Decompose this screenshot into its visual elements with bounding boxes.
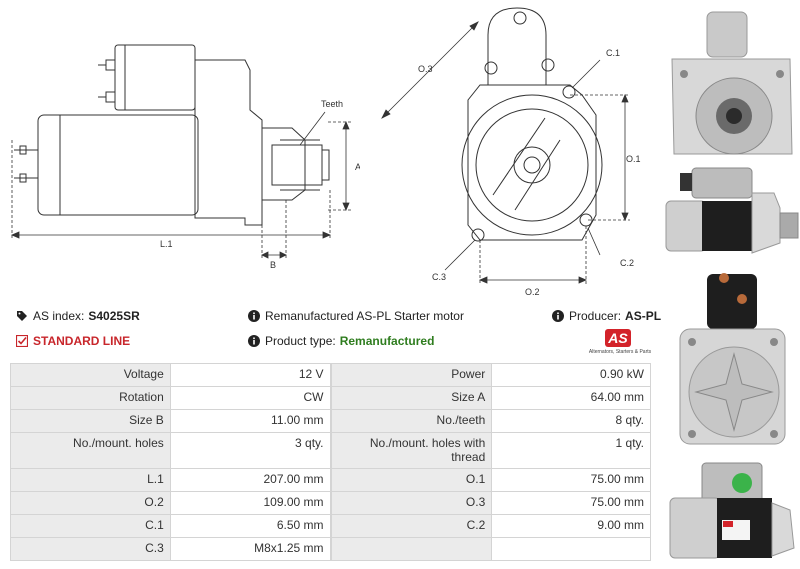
table-row: C.3 M8x1.25 mm xyxy=(10,537,651,561)
label-a: A xyxy=(355,162,360,172)
info-icon xyxy=(552,310,564,322)
info-icon xyxy=(248,335,260,347)
description-row: Remanufactured AS-PL Starter motor xyxy=(248,309,464,323)
spec-key: C.1 xyxy=(10,514,171,538)
product-photo-front xyxy=(662,4,800,162)
spec-value: 11.00 mm xyxy=(169,409,331,433)
label-o3: O.3 xyxy=(418,64,433,74)
spec-value: 75.00 mm xyxy=(491,491,651,515)
spec-key: L.1 xyxy=(10,468,171,492)
spec-value: 9.00 mm xyxy=(491,514,651,538)
product-photo-label xyxy=(662,458,800,566)
spec-key: Size B xyxy=(10,409,171,433)
standard-line-row: STANDARD LINE xyxy=(16,334,130,348)
as-pl-logo: AS Alternators, Starters & Parts xyxy=(580,329,660,359)
spec-key: No./mount. holes xyxy=(10,432,171,469)
as-index-row: AS index: S4025SR xyxy=(16,309,140,323)
spec-key: C.3 xyxy=(10,537,171,561)
spec-key: O.3 xyxy=(331,491,493,515)
table-row: Rotation CW Size A 64.00 mm xyxy=(10,386,651,410)
spec-value: 8 qty. xyxy=(491,409,651,433)
spec-key: O.2 xyxy=(10,491,171,515)
tag-icon xyxy=(17,311,27,321)
table-row: O.2 109.00 mm O.3 75.00 mm xyxy=(10,491,651,515)
front-view-drawing: O.3 C.1 O.1 C.3 C.2 O.2 xyxy=(381,7,641,297)
label-c2: C.2 xyxy=(620,258,634,268)
spec-key: Rotation xyxy=(10,386,171,410)
product-type-row: Product type: Remanufactured xyxy=(248,334,434,348)
spec-value: M8x1.25 mm xyxy=(169,537,331,561)
label-l1: L.1 xyxy=(160,239,173,249)
label-o1: O.1 xyxy=(626,154,641,164)
label-c3: C.3 xyxy=(432,272,446,282)
spec-key: No./teeth xyxy=(331,409,493,433)
spec-key: C.2 xyxy=(331,514,493,538)
label-c1: C.1 xyxy=(606,48,620,58)
table-row: L.1 207.00 mm O.1 75.00 mm xyxy=(10,468,651,492)
spec-key: Voltage xyxy=(10,363,171,387)
spec-key: Size A xyxy=(331,386,493,410)
producer-row: Producer: AS-PL xyxy=(552,309,661,323)
product-description: Remanufactured AS-PL Starter motor xyxy=(265,309,464,323)
table-row: Voltage 12 V Power 0.90 kW xyxy=(10,363,651,387)
spec-key: O.1 xyxy=(331,468,493,492)
table-row: No./mount. holes 3 qty. No./mount. holes… xyxy=(10,432,651,469)
logo-tagline: Alternators, Starters & Parts xyxy=(588,349,652,355)
technical-drawings: Teeth A B L.1 xyxy=(0,0,660,300)
logo-mark: AS xyxy=(605,329,631,347)
producer-label: Producer: xyxy=(569,309,622,323)
spec-value: 0.90 kW xyxy=(491,363,651,387)
label-o2: O.2 xyxy=(525,287,540,297)
spec-key xyxy=(331,537,493,561)
spec-value: 3 qty. xyxy=(169,432,331,469)
product-type-label: Product type: xyxy=(265,334,336,348)
label-teeth: Teeth xyxy=(321,99,343,109)
spec-value: 207.00 mm xyxy=(169,468,331,492)
spec-key: No./mount. holes with thread xyxy=(331,432,493,469)
product-photo-rear xyxy=(662,264,800,456)
standard-line-label: STANDARD LINE xyxy=(33,334,131,348)
spec-value xyxy=(491,537,651,561)
table-row: Size B 11.00 mm No./teeth 8 qty. xyxy=(10,409,651,433)
as-index-value: S4025SR xyxy=(88,309,140,323)
spec-key: Power xyxy=(331,363,493,387)
spec-value: CW xyxy=(169,386,331,410)
info-icon xyxy=(248,310,260,322)
spec-value: 1 qty. xyxy=(491,432,651,469)
spec-value: 12 V xyxy=(169,363,331,387)
spec-value: 109.00 mm xyxy=(169,491,331,515)
side-view-drawing: Teeth A B L.1 xyxy=(10,44,360,270)
spec-value: 75.00 mm xyxy=(491,468,651,492)
as-index-label: AS index: xyxy=(33,309,85,323)
product-type-value: Remanufactured xyxy=(339,334,435,348)
table-row: C.1 6.50 mm C.2 9.00 mm xyxy=(10,514,651,538)
label-b: B xyxy=(270,260,276,270)
spec-table: Voltage 12 V Power 0.90 kW Rotation CW S… xyxy=(10,363,651,561)
producer-value: AS-PL xyxy=(625,309,662,323)
product-photo-side xyxy=(662,163,800,263)
spec-value: 64.00 mm xyxy=(491,386,651,410)
spec-value: 6.50 mm xyxy=(169,514,331,538)
check-square-icon xyxy=(16,335,28,347)
